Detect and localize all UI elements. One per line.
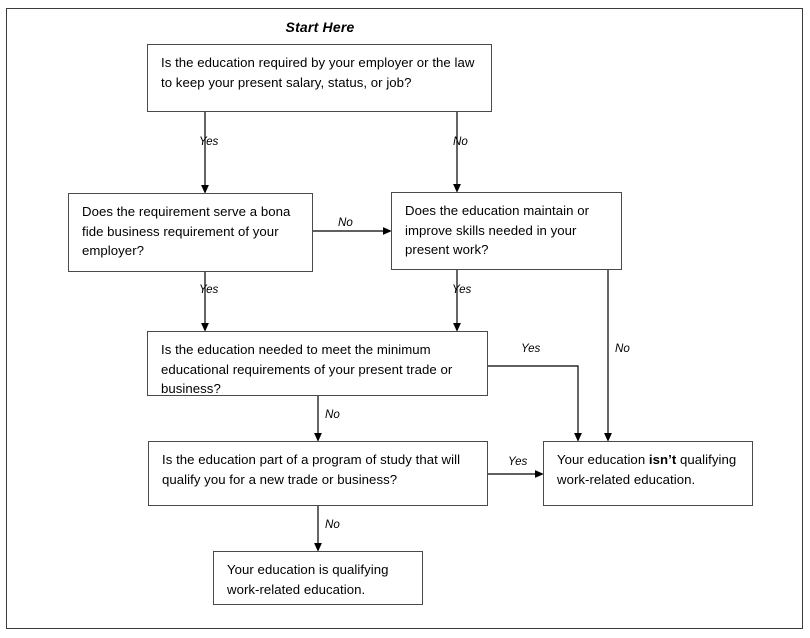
node-result-not-qualifying: Your education isn’t qualifying work-rel… (543, 441, 753, 506)
node-result-qualifying: Your education is qualifying work-relate… (213, 551, 423, 605)
edge-label-q2-no: No (338, 216, 353, 229)
edge-label-q2-yes: Yes (199, 283, 219, 296)
node-result-qualifying-text: Your education is qualifying work-relate… (227, 562, 389, 597)
chart-title: Start Here (285, 19, 355, 35)
isnt-emphasis: isn’t (648, 452, 677, 467)
node-q2-text: Does the requirement serve a bona fide b… (82, 204, 291, 258)
node-q2-bona-fide-business-requirement: Does the requirement serve a bona fide b… (68, 193, 313, 272)
edge-label-q3-yes: Yes (452, 283, 472, 296)
outer-border-frame (6, 8, 803, 629)
node-q3-text: Does the education maintain or improve s… (405, 203, 590, 257)
edge-label-q5-yes: Yes (508, 455, 528, 468)
node-q1-required-by-employer: Is the education required by your employ… (147, 44, 492, 112)
node-result-not-qualifying-text: Your education isn’t qualifying work-rel… (557, 452, 737, 487)
node-q5-text: Is the education part of a program of st… (162, 452, 461, 487)
node-q4-minimum-educational-requirements: Is the education needed to meet the mini… (147, 331, 488, 396)
edge-label-q1-yes: Yes (199, 135, 219, 148)
edge-label-q5-no: No (325, 518, 340, 531)
edge-label-q4-no: No (325, 408, 340, 421)
node-q4-text: Is the education needed to meet the mini… (161, 342, 453, 396)
edge-label-q3-no: No (615, 342, 630, 355)
node-q1-text: Is the education required by your employ… (161, 55, 475, 90)
node-q3-maintain-improve-skills: Does the education maintain or improve s… (391, 192, 622, 270)
edge-label-q4-yes: Yes (521, 342, 541, 355)
node-q5-new-trade-or-business: Is the education part of a program of st… (148, 441, 488, 506)
edge-label-q1-no: No (453, 135, 468, 148)
